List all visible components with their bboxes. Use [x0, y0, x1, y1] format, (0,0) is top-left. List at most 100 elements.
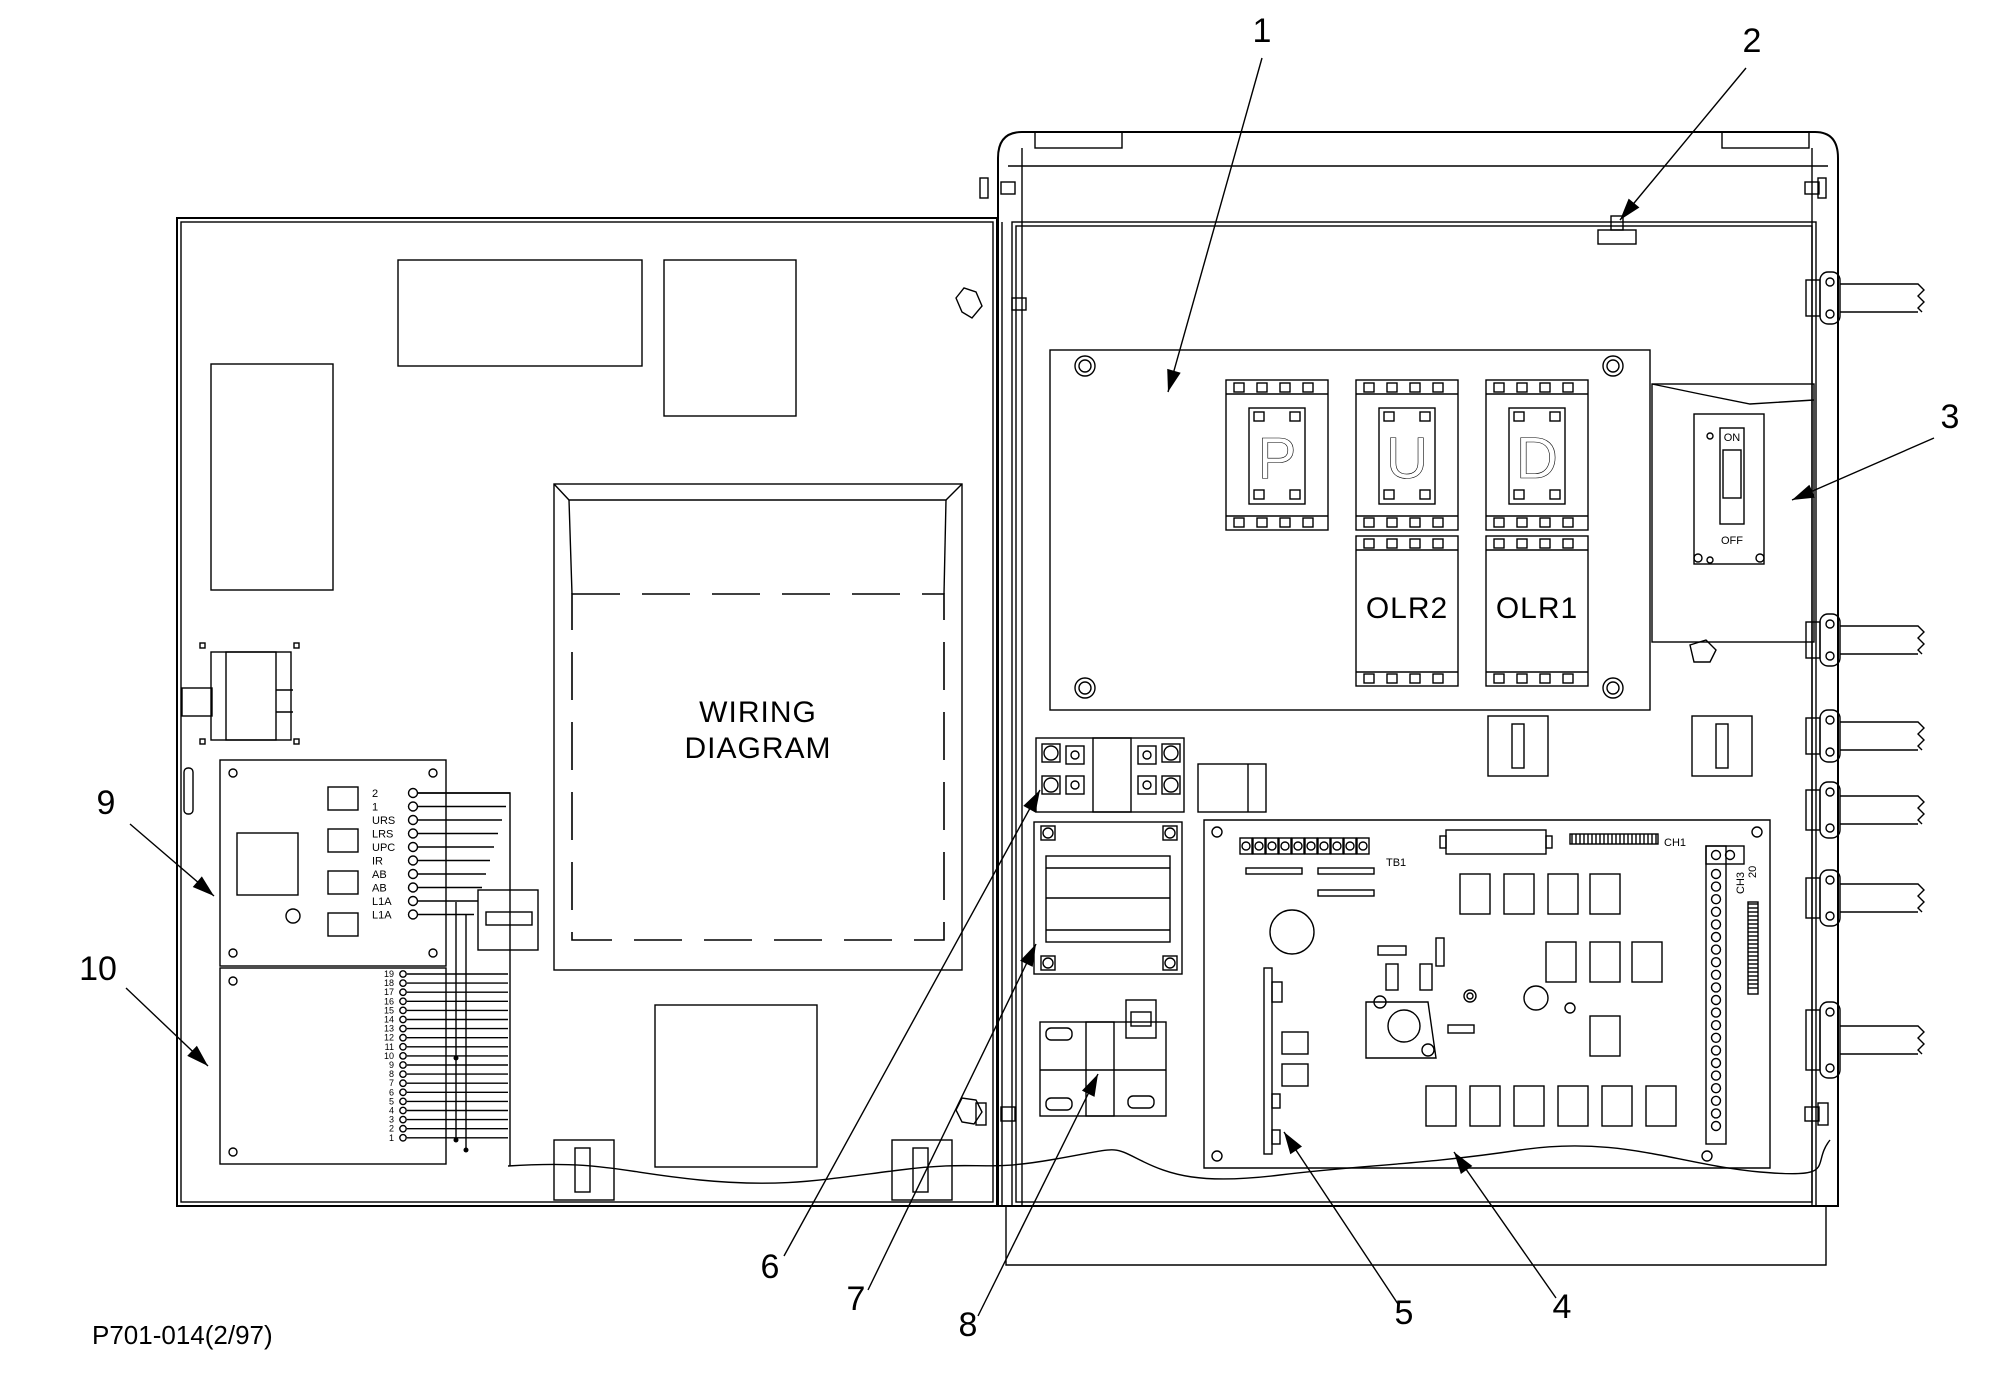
junction [463, 1147, 469, 1153]
leader-line [1167, 57, 1263, 393]
terminal-number: 17 [384, 987, 394, 997]
wire-clamp-lower [553, 1139, 615, 1201]
leader-line [867, 943, 1037, 1291]
wire-clamp [477, 889, 539, 951]
terminal-label: 1 [372, 802, 378, 814]
terminal-label: AB [372, 883, 387, 895]
conduit-fitting [1805, 709, 1925, 763]
board-relay [1469, 1085, 1501, 1127]
callout-2: 2 [1743, 22, 1762, 60]
terminal-label: AB [372, 869, 387, 881]
board-relay [1425, 1085, 1457, 1127]
board-relay [1503, 873, 1535, 915]
terminal-point [399, 997, 407, 1006]
tb1-label: TB1 [1386, 857, 1406, 869]
terminal-number: 13 [384, 1024, 394, 1034]
relay-u: U [1355, 379, 1459, 531]
callout-10: 10 [79, 950, 117, 988]
tb1-terminal [1356, 837, 1370, 855]
terminal-point [407, 787, 419, 799]
board-relay [1547, 873, 1579, 915]
arrowhead [187, 1045, 208, 1066]
overload-label: OLR1 [1496, 592, 1578, 625]
terminal-number: 9 [389, 1060, 394, 1070]
terminal-point [1710, 1032, 1722, 1044]
conduit-fitting [1805, 613, 1925, 667]
terminal-point [399, 1061, 407, 1069]
leader-line [783, 789, 1041, 1257]
enclosure-door [176, 217, 998, 1207]
tb1-terminal [1317, 837, 1331, 855]
callout-leaders [125, 57, 1935, 1317]
terminal-point [407, 895, 419, 907]
board-relay [1513, 1085, 1545, 1127]
terminal-point [399, 988, 407, 997]
door-plate-4 [654, 1004, 818, 1168]
relay-label: D [1516, 426, 1558, 491]
board-relay [1589, 873, 1621, 915]
terminal-point [407, 841, 419, 853]
arrowhead [1284, 1132, 1302, 1155]
terminal-point [399, 1015, 407, 1024]
terminal-label: LRS [372, 829, 393, 841]
terminal-point [1710, 894, 1722, 905]
tb1-terminal [1278, 837, 1292, 855]
terminal-point [1710, 982, 1722, 993]
junction [453, 1055, 459, 1061]
terminal-point [399, 1115, 407, 1124]
terminal-number: 1 [389, 1133, 394, 1143]
relay-p: P [1225, 379, 1329, 531]
tb1-terminal [1343, 837, 1357, 855]
leader-line [1453, 1151, 1557, 1299]
ch1-label: CH1 [1664, 837, 1686, 849]
terminal-point [1710, 919, 1722, 930]
terminal-number: 18 [384, 978, 394, 988]
terminal-point [399, 1006, 407, 1015]
conduit-fitting [1805, 271, 1925, 325]
relay-d: D [1485, 379, 1589, 531]
terminal-point [399, 1079, 407, 1088]
conduit-fitting [1805, 781, 1925, 839]
terminal-point [1710, 931, 1722, 943]
relay-label: P [1258, 426, 1297, 491]
wire [418, 792, 511, 1166]
terminal-point [399, 1097, 407, 1106]
terminal-number: 7 [389, 1078, 394, 1088]
overload-olr1: OLR1 [1485, 535, 1589, 687]
conduit-fitting [1805, 869, 1925, 927]
door-latch [210, 651, 292, 741]
switch-on-label: ON [1724, 432, 1741, 444]
terminal-point [407, 882, 419, 893]
callout-9: 9 [97, 784, 116, 822]
tb1-terminal [1252, 837, 1266, 855]
wire-clamp-hinge [891, 1139, 953, 1201]
disconnect-switch: ON OFF [1651, 383, 1815, 663]
terminal-point [1710, 1108, 1722, 1119]
terminal-point [399, 970, 407, 978]
terminal-point [1710, 969, 1722, 980]
figure-id: P701-014(2/97) [92, 1320, 273, 1350]
small-relay [1197, 763, 1267, 813]
terminal-point [399, 1106, 407, 1115]
callout-7: 7 [847, 1280, 866, 1318]
terminal-number: 11 [385, 1042, 394, 1052]
callout-5: 5 [1395, 1294, 1414, 1332]
wire-harness [407, 792, 511, 1166]
wiring-diagram-label-line2: DIAGRAM [684, 732, 831, 765]
terminal-point [1710, 957, 1722, 968]
terminal-point [1710, 1045, 1722, 1056]
door-plate-1 [397, 259, 643, 367]
conduit-fitting [1805, 1001, 1925, 1079]
leader-line [1283, 1131, 1399, 1305]
terminal-point [399, 1124, 407, 1133]
callout-6: 6 [761, 1248, 780, 1286]
callout-3: 3 [1941, 398, 1960, 436]
enclosure-body [955, 131, 1839, 1266]
terminal-number: 12 [384, 1033, 394, 1043]
terminal-number: 5 [389, 1096, 394, 1106]
terminal-label: L1A [372, 896, 392, 908]
door-plate-2 [663, 259, 797, 417]
